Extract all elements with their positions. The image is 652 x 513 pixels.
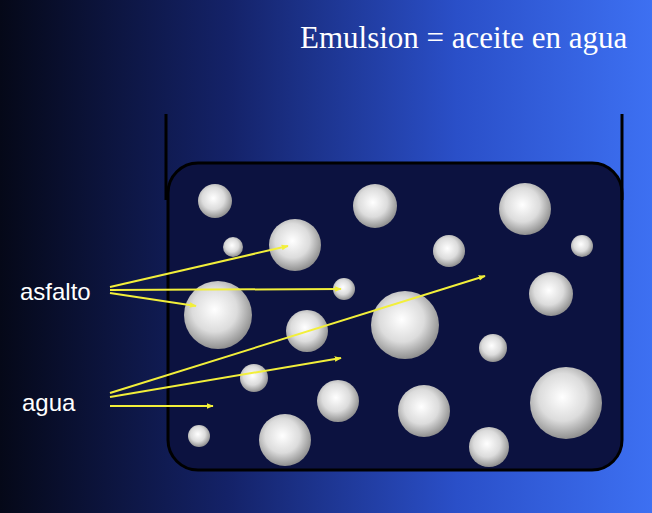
container <box>166 114 622 470</box>
asphalt-droplets <box>184 183 602 467</box>
title: Emulsion = aceite en agua <box>300 20 627 56</box>
part-label: asfalto <box>20 278 91 306</box>
leader-lines <box>110 246 485 406</box>
part-label: agua <box>22 389 75 417</box>
